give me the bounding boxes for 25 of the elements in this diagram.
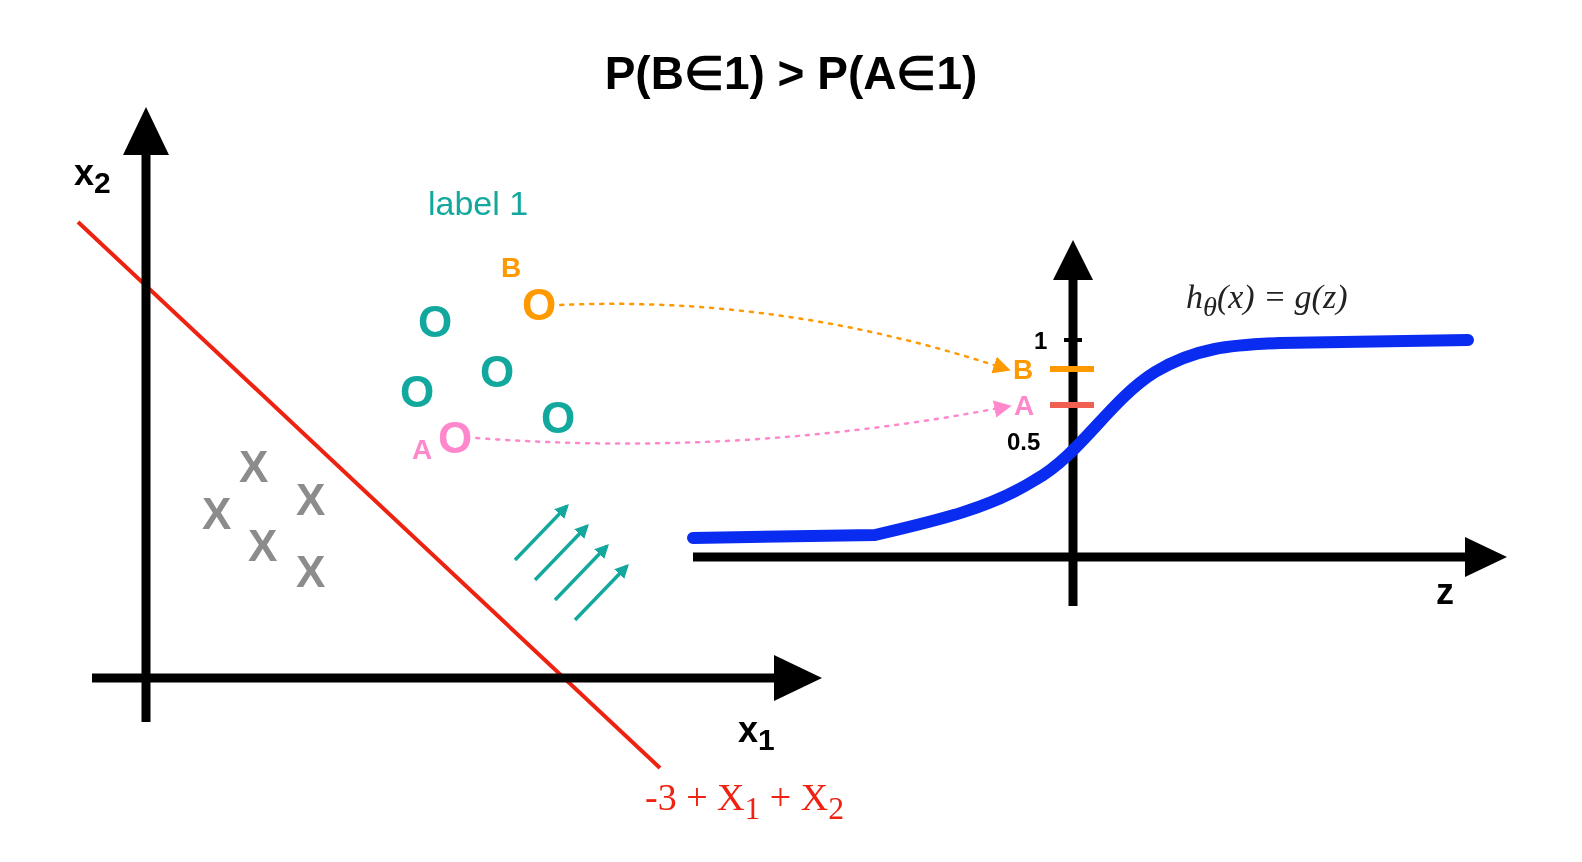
tick-label: 0.5 xyxy=(1007,430,1041,454)
data-point: O xyxy=(480,350,515,394)
axis-label: z xyxy=(1436,574,1454,610)
dotted-arrow xyxy=(475,400,1012,445)
axis-label: x$_{1}$ xyxy=(738,712,775,756)
tick-label: 1 xyxy=(1034,329,1048,353)
hypothesis-equation: h$_{θ}$(x) = g(z) xyxy=(1186,280,1348,322)
probability-label: A xyxy=(1014,392,1035,420)
point-letter: A xyxy=(412,436,433,464)
data-point: O xyxy=(400,370,435,414)
data-point: X xyxy=(239,445,269,489)
data-point: O xyxy=(438,416,473,460)
data-point: O xyxy=(418,300,453,344)
data-point: X xyxy=(202,492,232,536)
boundary-equation: -3 + X$_{1}$ + X$_{2}$ xyxy=(645,778,845,825)
data-point: X xyxy=(296,478,326,522)
data-point: O xyxy=(522,283,557,327)
point-letter: B xyxy=(501,254,522,282)
data-point: O xyxy=(541,396,576,440)
class-label: label 1 xyxy=(428,186,529,220)
axis-label: x$_{2}$ xyxy=(74,155,111,199)
dotted-arrow xyxy=(559,302,1011,374)
data-point: X xyxy=(296,550,326,594)
data-point: X xyxy=(248,524,278,568)
probability-label: B xyxy=(1013,356,1034,384)
